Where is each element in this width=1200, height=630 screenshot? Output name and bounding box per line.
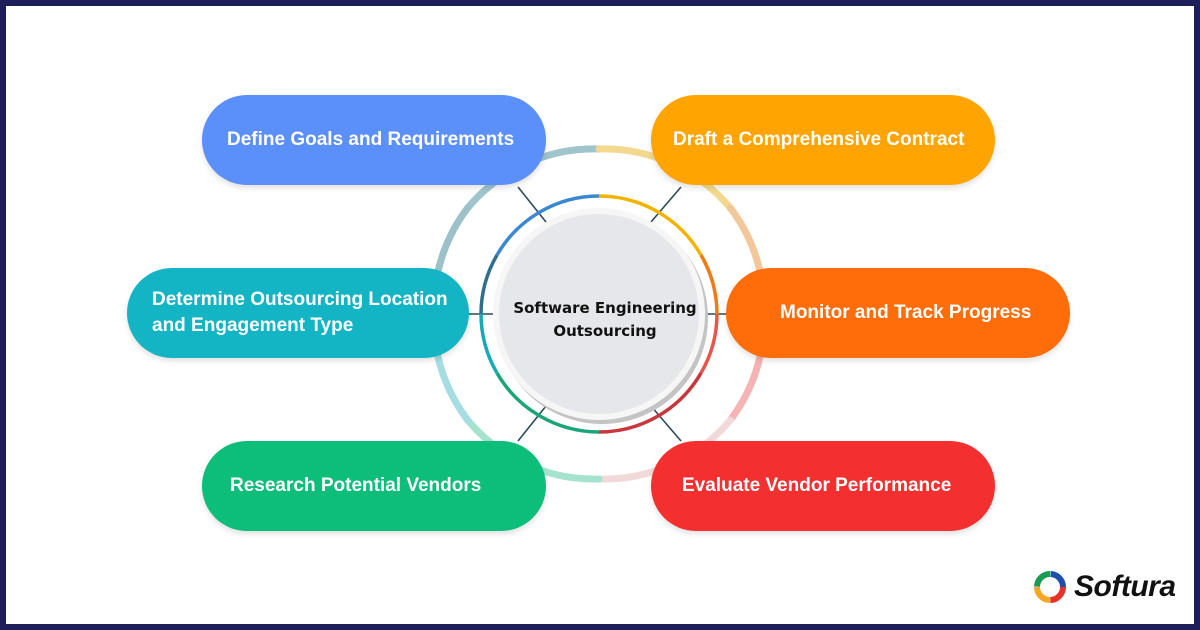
connector-top-right <box>650 186 682 223</box>
connector-bottom-right <box>650 405 682 442</box>
step-evaluate-performance-label: Evaluate Vendor Performance <box>682 475 952 496</box>
inner-ring-segment-crimson <box>598 372 703 434</box>
inner-ring <box>479 194 719 434</box>
inner-ring-segment-teal <box>479 313 499 374</box>
step-research-vendors-label: Research Potential Vendors <box>230 475 482 496</box>
step-monitor-progress: Monitor and Track Progress <box>726 268 1070 358</box>
softura-logo-icon <box>1034 571 1066 603</box>
inner-ring-segment-yellow <box>598 194 703 256</box>
step-define-goals: Define Goals and Requirements <box>202 95 546 185</box>
step-draft-contract-label: Draft a Comprehensive Contract <box>673 129 965 150</box>
step-research-vendors: Research Potential Vendors <box>202 441 546 531</box>
center-label-line-2: Outsourcing <box>553 322 657 340</box>
step-evaluate-performance: Evaluate Vendor Performance <box>651 441 995 531</box>
connector-bottom-left <box>517 405 547 442</box>
connector-top-left <box>517 186 547 223</box>
inner-ring-segment-orange <box>699 254 719 315</box>
step-determine-location-label-line-2: and Engagement Type <box>152 315 354 336</box>
softura-logo-text: Softura <box>1074 570 1176 603</box>
center-label-line-1: Software Engineering <box>513 299 697 317</box>
inner-ring-segment-blue <box>495 194 600 256</box>
center-label: Software Engineering Outsourcing <box>499 230 711 410</box>
step-determine-location-label-line-1: Determine Outsourcing Location <box>152 289 448 310</box>
inner-ring-segment-green <box>495 372 600 434</box>
step-draft-contract: Draft a Comprehensive Contract <box>651 95 995 185</box>
step-monitor-progress-label: Monitor and Track Progress <box>780 302 1032 323</box>
center-circle <box>499 214 699 414</box>
step-define-goals-label: Define Goals and Requirements <box>227 129 515 150</box>
ring-diagram <box>430 145 768 483</box>
infographic-canvas: Software Engineering Outsourcing Define … <box>6 6 1194 624</box>
inner-ring-segment-navy <box>479 254 499 315</box>
step-determine-location: Determine Outsourcing Location and Engag… <box>127 268 469 358</box>
inner-ring-segment-red <box>699 313 719 374</box>
softura-logo: Softura <box>1032 568 1176 606</box>
